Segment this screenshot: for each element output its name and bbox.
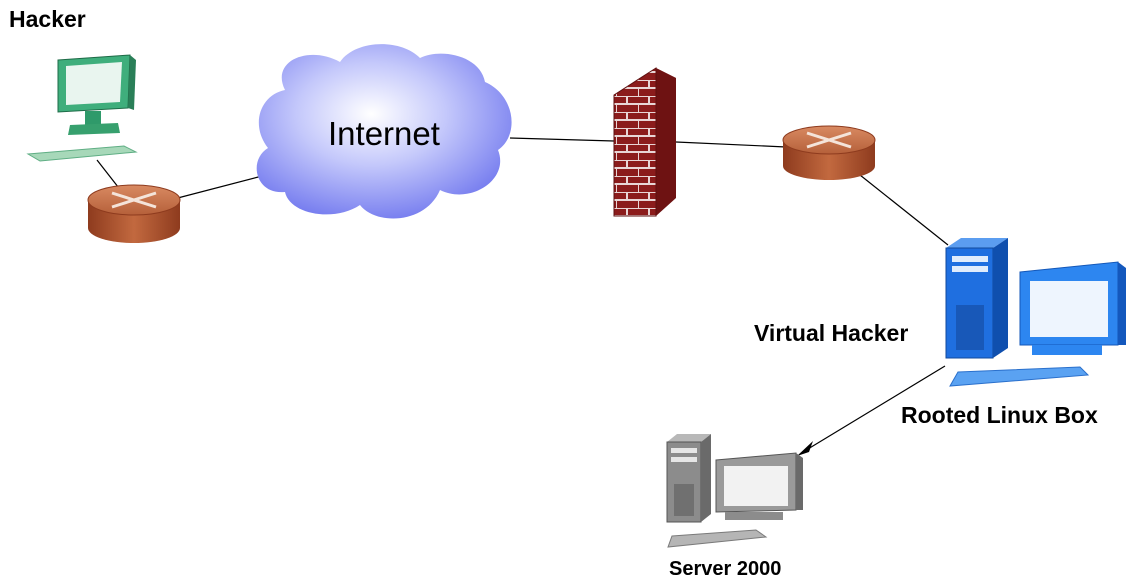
server-workstation-icon xyxy=(666,434,803,548)
link-router-internet xyxy=(169,175,263,201)
firewall-icon xyxy=(613,67,676,217)
server-2000-label: Server 2000 xyxy=(669,558,782,580)
virtual-hacker-label: Virtual Hacker xyxy=(754,320,909,346)
hacker-label: Hacker xyxy=(9,6,86,32)
workstation-icon xyxy=(26,54,138,162)
rooted-linux-box-label: Rooted Linux Box xyxy=(901,402,1098,428)
internet-label: Internet xyxy=(328,115,440,152)
router-icon xyxy=(782,125,876,180)
link-internet-firewall xyxy=(509,137,615,142)
router-icon xyxy=(87,184,181,243)
link-firewall-router xyxy=(675,141,787,148)
server-workstation-icon xyxy=(945,238,1126,387)
arrowhead xyxy=(797,441,813,456)
connections xyxy=(96,137,949,453)
link-router-linux xyxy=(859,174,949,246)
cloud-icon xyxy=(256,44,512,219)
link-linux-server xyxy=(802,365,946,453)
